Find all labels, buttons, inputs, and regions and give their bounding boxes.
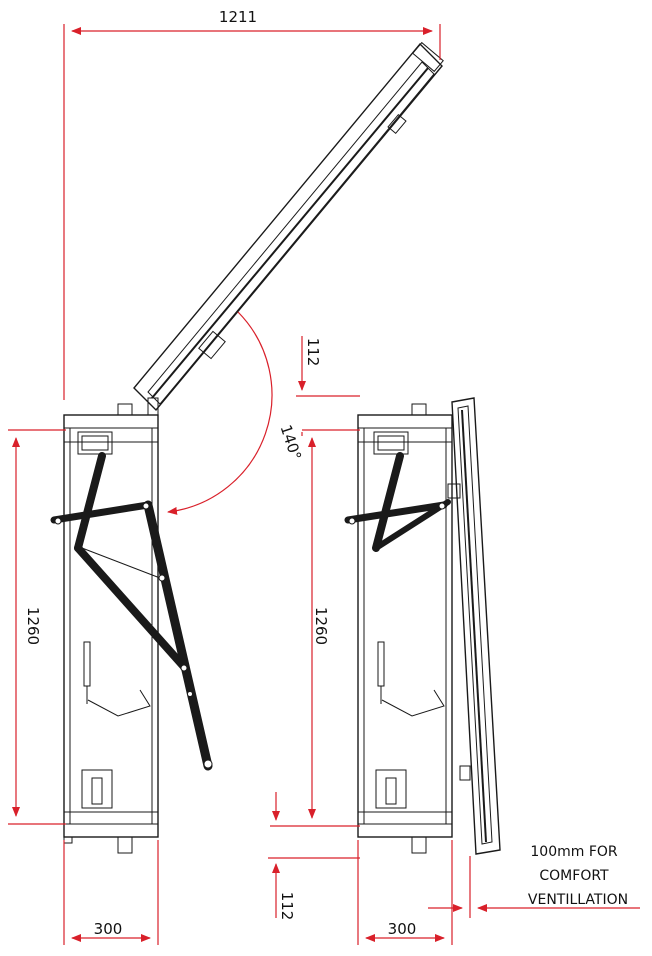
ventilation-note-line1: 100mm FOR (530, 844, 618, 860)
left-cabinet (50, 397, 213, 854)
dim-height-right: 1260 (312, 607, 330, 645)
dim-height-left: 1260 (24, 607, 42, 645)
dim-top-offset: 112 (304, 338, 322, 367)
ventilation-note-line2: COMFORT (539, 868, 609, 884)
dimension-lines (8, 24, 640, 945)
dim-depth-left: 300 (94, 920, 123, 938)
right-cabinet (344, 403, 453, 854)
dim-depth-right: 300 (388, 920, 417, 938)
dim-bottom-offset: 112 (278, 892, 296, 921)
left-bed-panel-open (133, 41, 444, 412)
dim-open-angle: 140° (277, 422, 305, 462)
ventilation-note-line3: VENTILLATION (528, 892, 628, 908)
dim-top-width: 1211 (219, 8, 257, 26)
right-bed-panel-closed (447, 397, 501, 855)
